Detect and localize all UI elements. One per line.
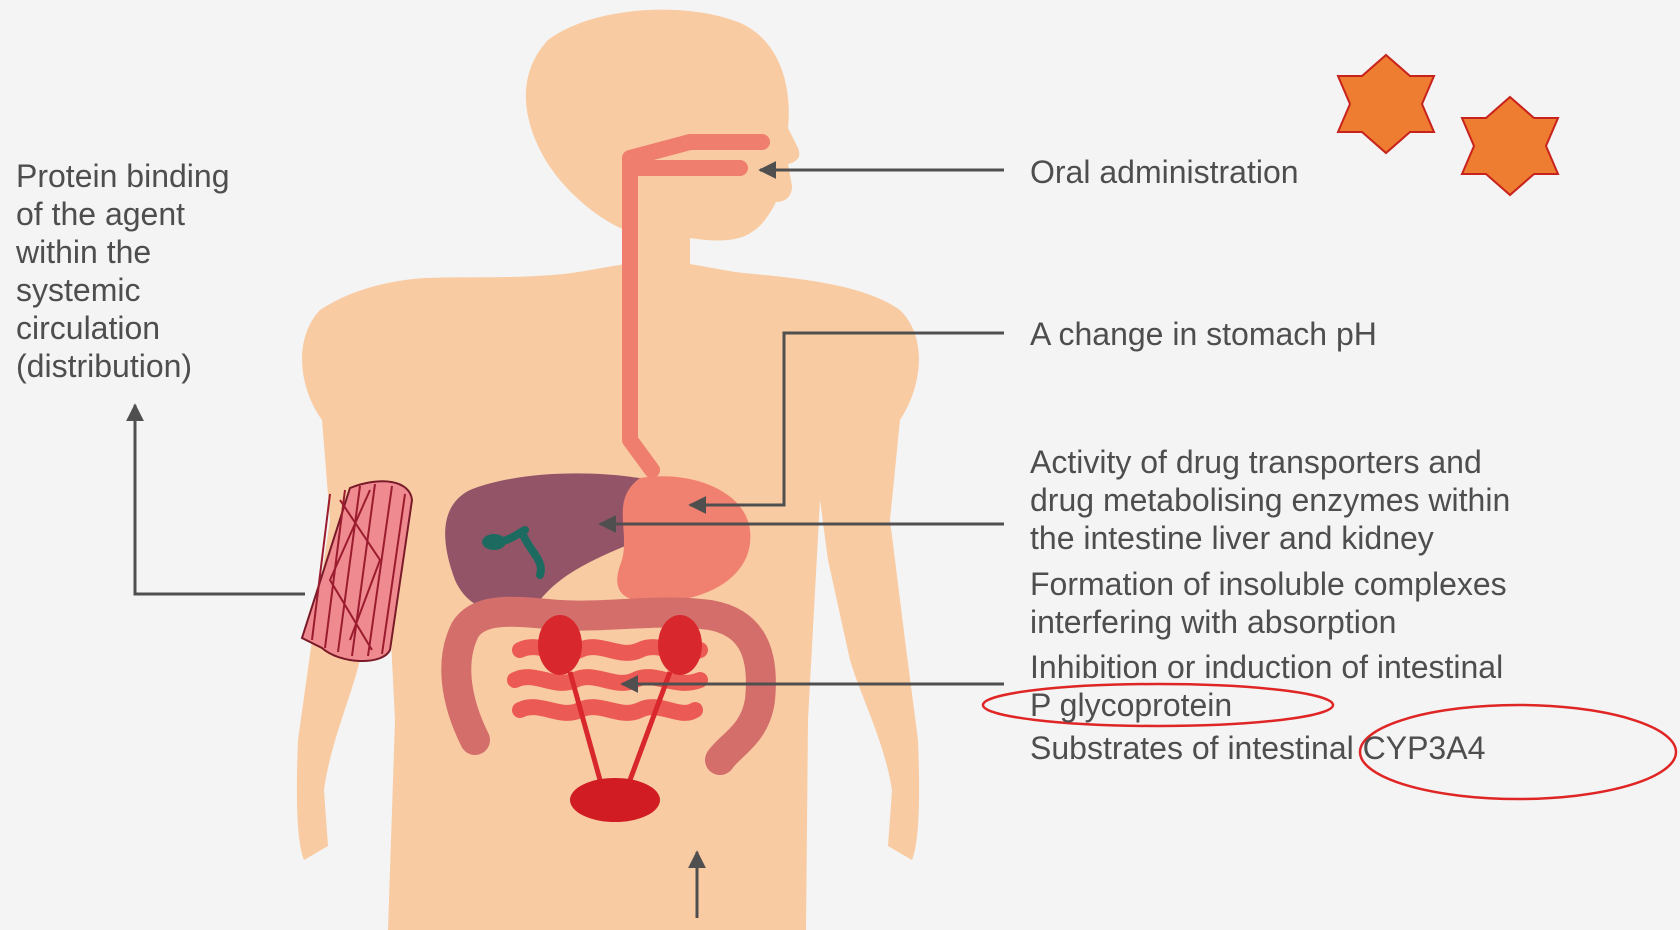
label-activity: Activity of drug transporters and drug m… [1030, 443, 1510, 557]
label-line: systemic [16, 271, 229, 309]
label-line: circulation [16, 309, 229, 347]
star-icon [1462, 97, 1558, 195]
label-formation: Formation of insoluble complexes interfe… [1030, 565, 1507, 641]
gallbladder-sac [482, 534, 506, 550]
label-line: of the agent [16, 195, 229, 233]
label-line: Activity of drug transporters and [1030, 443, 1510, 481]
label-stomach-ph: A change in stomach pH [1030, 315, 1377, 353]
kidney-left [538, 615, 582, 675]
label-line: Formation of insoluble complexes [1030, 565, 1507, 603]
label-line: the intestine liver and kidney [1030, 519, 1510, 557]
label-oral-administration: Oral administration [1030, 153, 1299, 191]
arrow-distribution [135, 405, 305, 594]
label-protein-binding: Protein binding of the agent within the … [16, 157, 229, 385]
label-line: Protein binding [16, 157, 229, 195]
label-line: P glycoprotein [1030, 686, 1503, 724]
bladder [570, 778, 660, 822]
label-inhibition: Inhibition or induction of intestinal P … [1030, 648, 1503, 724]
label-line: (distribution) [16, 347, 229, 385]
label-line: Inhibition or induction of intestinal [1030, 648, 1503, 686]
label-line: interfering with absorption [1030, 603, 1507, 641]
label-substrates: Substrates of intestinal CYP3A4 [1030, 729, 1485, 767]
kidney-right [658, 615, 702, 675]
star-icon [1338, 55, 1434, 153]
label-line: drug metabolising enzymes within [1030, 481, 1510, 519]
label-line: within the [16, 233, 229, 271]
